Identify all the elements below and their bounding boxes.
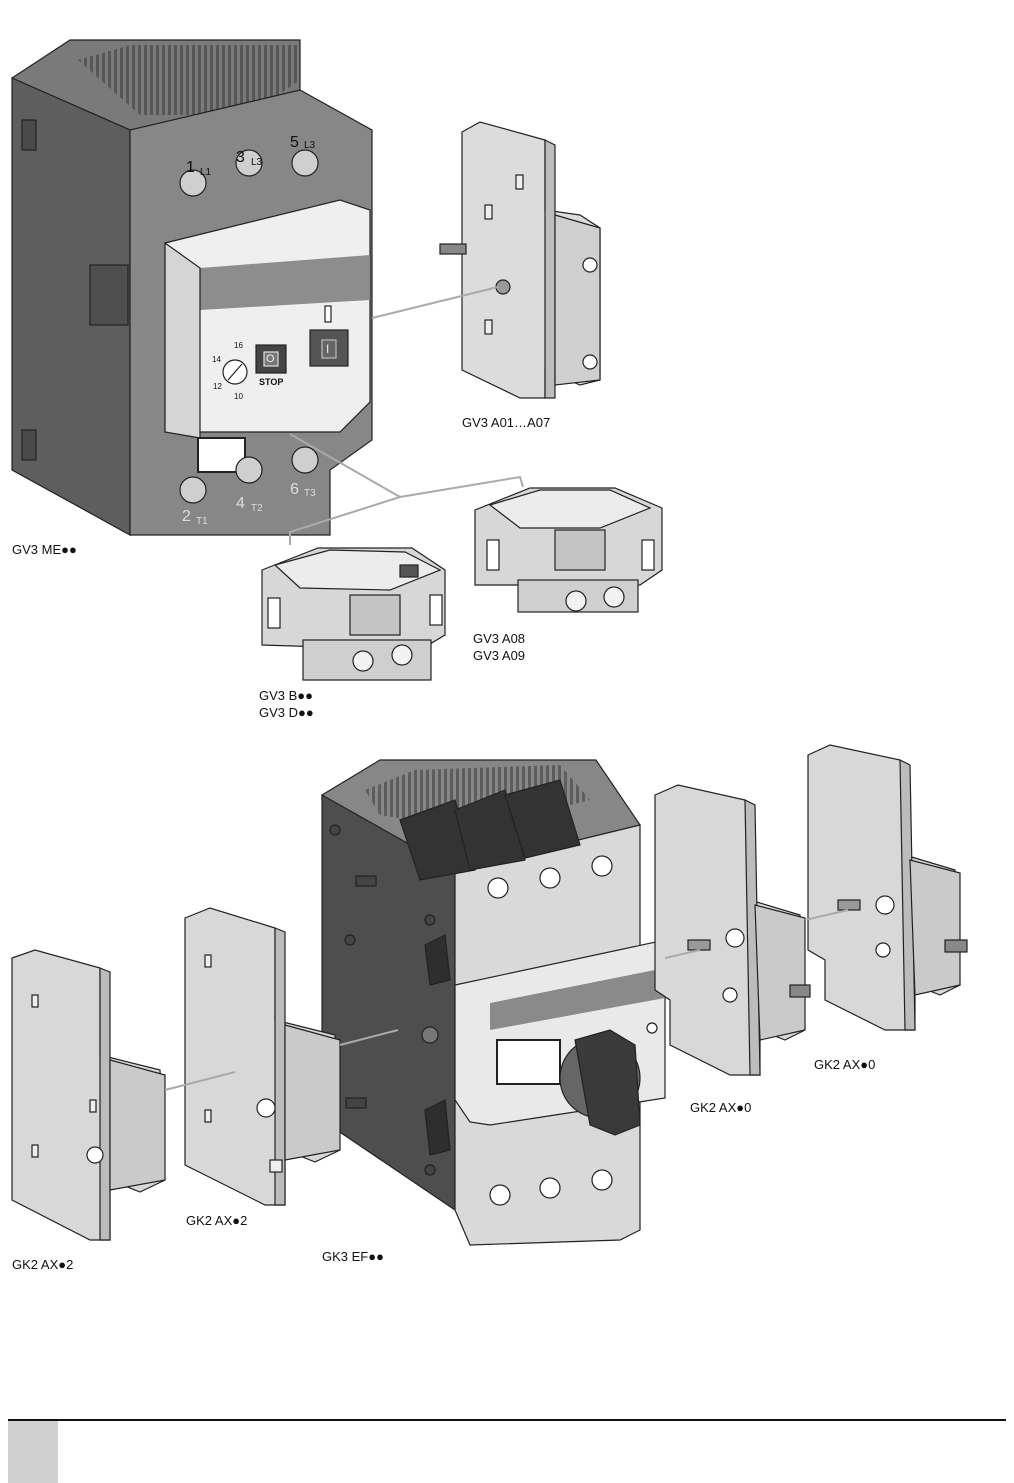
- terminal-5: 5: [290, 135, 299, 151]
- terminal-t1: T1: [196, 514, 208, 530]
- gk2-ax2-mid-contact-illustration: [185, 908, 340, 1205]
- footer-rule: [8, 1419, 1006, 1421]
- gk2-ax0-b-contact-illustration: [808, 745, 967, 1030]
- gv3-me-breaker-illustration: [12, 40, 372, 535]
- label-gk3-ef: GK3 EF●●: [322, 1249, 384, 1265]
- label-gv3-a08: GV3 A08: [473, 631, 525, 647]
- stop-marking: STOP: [259, 374, 283, 390]
- terminal-4: 4: [236, 496, 245, 512]
- footer-tab: [8, 1421, 58, 1483]
- terminal-6: 6: [290, 482, 299, 498]
- dial-16: 16: [234, 338, 243, 354]
- label-gv3-a09: GV3 A09: [473, 648, 525, 664]
- label-gk2-ax0-b: GK2 AX●0: [814, 1057, 875, 1073]
- label-gv3-d: GV3 D●●: [259, 705, 314, 721]
- gv3-a08-a09-block-illustration: [475, 488, 662, 612]
- gv3-b-d-block-illustration: [262, 548, 445, 680]
- label-gk2-ax0-a: GK2 AX●0: [690, 1100, 751, 1116]
- gk3-ef-breaker-illustration: [322, 760, 665, 1245]
- dial-14: 14: [212, 352, 221, 368]
- label-gv3-b: GV3 B●●: [259, 688, 313, 704]
- terminal-l1: L1: [200, 165, 211, 181]
- gv3-a01-a07-contact-illustration: [440, 122, 600, 398]
- start-button-glyph: I: [326, 341, 329, 357]
- terminal-2: 2: [182, 509, 191, 525]
- terminal-l3-b: L3: [304, 138, 315, 154]
- label-gv3-me: GV3 ME●●: [12, 542, 77, 558]
- gk2-ax0-a-contact-illustration: [655, 785, 810, 1075]
- terminal-3: 3: [236, 150, 245, 166]
- terminal-t3: T3: [304, 486, 316, 502]
- dial-12: 12: [213, 379, 222, 395]
- terminal-1: 1: [186, 160, 195, 176]
- label-gk2-ax2-mid: GK2 AX●2: [186, 1213, 247, 1229]
- label-gv3-a01-a07: GV3 A01…A07: [462, 415, 550, 431]
- terminal-l3-a: L3: [251, 155, 262, 171]
- dial-10: 10: [234, 389, 243, 405]
- label-gk2-ax2-left: GK2 AX●2: [12, 1257, 73, 1273]
- terminal-t2: T2: [251, 501, 263, 517]
- gk2-ax2-left-contact-illustration: [12, 950, 165, 1240]
- stop-button-glyph: O: [266, 351, 275, 367]
